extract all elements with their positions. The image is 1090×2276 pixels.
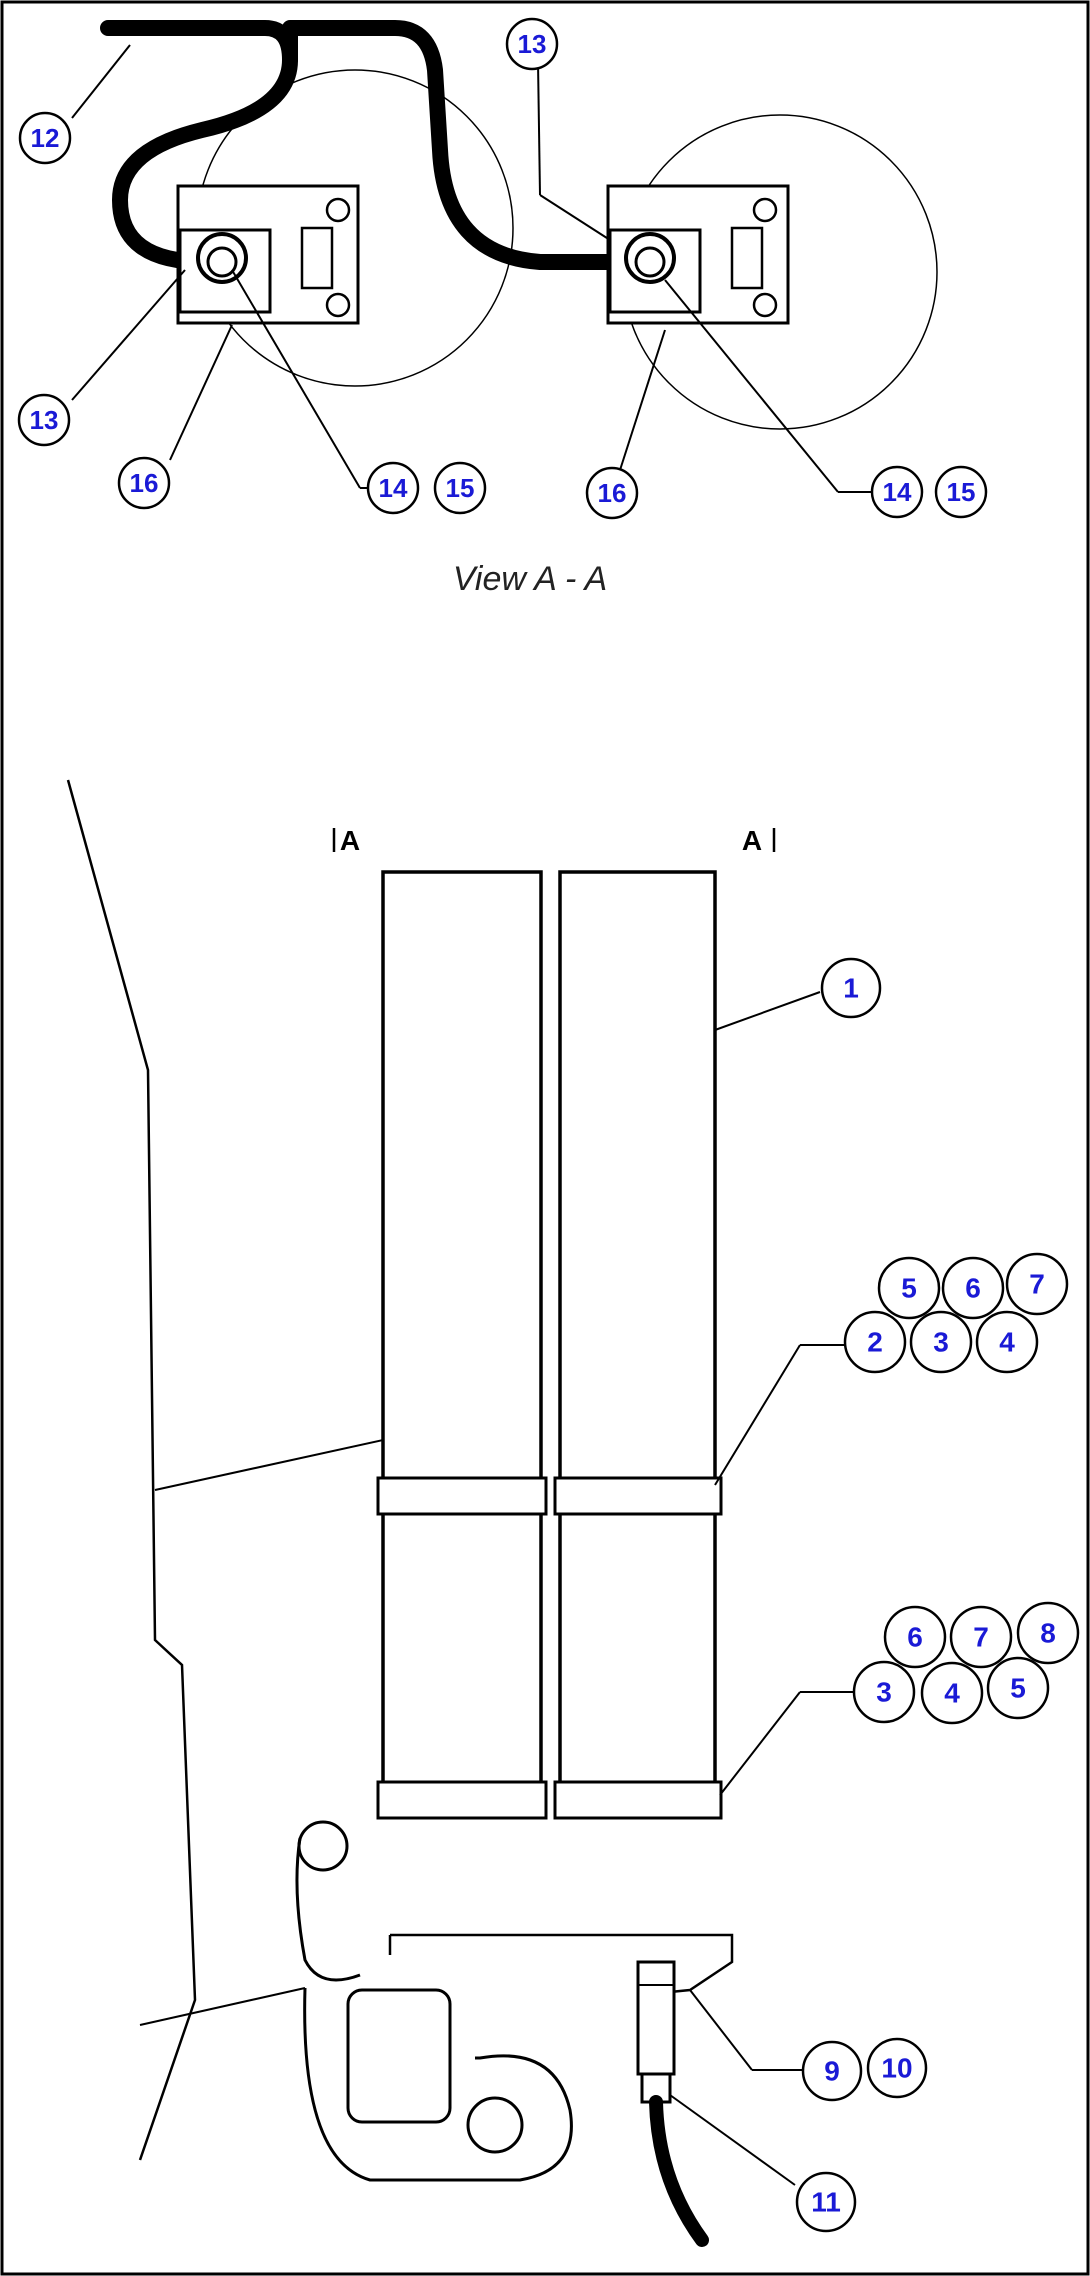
drain-hose [649, 2095, 709, 2247]
svg-text:5: 5 [901, 1273, 917, 1304]
callout-13-top: 13 [505, 17, 559, 71]
svg-text:9: 9 [824, 2056, 840, 2087]
svg-text:16: 16 [130, 468, 159, 498]
callout-4-upper: 4 [975, 1310, 1039, 1374]
callout-15-left: 15 [433, 461, 487, 515]
bracket-arm [303, 1987, 573, 2182]
hose-branch [282, 20, 633, 270]
main-leader-lines [669, 991, 862, 2186]
callout-6-lower: 6 [883, 1605, 947, 1669]
svg-text:10: 10 [881, 2053, 912, 2084]
callout-7-upper: 7 [1005, 1252, 1069, 1316]
frame-line-upper [154, 1439, 384, 1491]
callout-10: 10 [866, 2037, 928, 2099]
left-bracket-slot [300, 226, 334, 290]
left-bracket-bolt-top [325, 197, 351, 223]
svg-text:14: 14 [883, 477, 912, 507]
right-bracket-bolt-top [752, 197, 778, 223]
section-mark-left: A [340, 825, 360, 856]
drain-fitting-body [636, 1960, 676, 2076]
callout-12: 12 [18, 111, 72, 165]
svg-text:3: 3 [876, 1677, 892, 1708]
frame-outline [66, 779, 197, 2161]
callout-3-upper: 3 [909, 1310, 973, 1374]
callout-group-upper: 5 6 7 2 3 4 [843, 1252, 1069, 1374]
callout-7-lower: 7 [949, 1605, 1013, 1669]
svg-text:7: 7 [1029, 1269, 1045, 1300]
left-fitting [206, 246, 238, 278]
callout-6-upper: 6 [941, 1256, 1005, 1320]
callout-4-lower: 4 [920, 1661, 984, 1725]
main-view [66, 779, 862, 2247]
svg-text:1: 1 [843, 973, 859, 1004]
svg-text:3: 3 [933, 1327, 949, 1358]
callout-16-left: 16 [117, 456, 171, 510]
callout-3-lower: 3 [852, 1660, 916, 1724]
callout-5-upper: 5 [877, 1256, 941, 1320]
callout-1: 1 [820, 957, 882, 1019]
lower-band-right [553, 1780, 723, 1820]
callout-11: 11 [795, 2171, 857, 2233]
svg-text:4: 4 [944, 1678, 960, 1709]
callout-9: 9 [801, 2040, 863, 2102]
svg-text:16: 16 [598, 478, 627, 508]
upper-band-left [376, 1476, 548, 1516]
svg-text:15: 15 [446, 473, 475, 503]
callout-2-upper: 2 [843, 1310, 907, 1374]
right-bracket-slot [730, 226, 764, 290]
callout-16-right: 16 [585, 466, 639, 520]
drain-coupling [640, 2072, 672, 2104]
callout-8-lower: 8 [1016, 1601, 1080, 1665]
callout-14-right: 14 [870, 465, 924, 519]
top-callouts: 12 13 13 16 14 15 16 14 15 [17, 17, 988, 520]
view-a-a [71, 20, 938, 496]
bracket-block [346, 1988, 452, 2124]
right-bracket-bolt-bottom [752, 292, 778, 318]
main-callouts: 1 5 6 7 2 3 4 6 7 8 3 4 5 9 10 11 [795, 957, 1080, 2233]
frame-line-lower [139, 1987, 306, 2026]
upper-band-right [553, 1476, 723, 1516]
svg-text:6: 6 [965, 1273, 981, 1304]
view-caption: View A - A [453, 560, 607, 598]
svg-text:13: 13 [518, 29, 547, 59]
section-mark-right: A [742, 825, 762, 856]
left-bracket-bolt-bottom [325, 292, 351, 318]
svg-text:2: 2 [867, 1327, 883, 1358]
pivot-lower [466, 2096, 524, 2154]
filter-left [381, 870, 543, 1794]
bracket-link [295, 1837, 361, 1982]
svg-text:5: 5 [1010, 1673, 1026, 1704]
svg-text:6: 6 [907, 1622, 923, 1653]
filter-right [558, 870, 717, 1794]
svg-text:8: 8 [1040, 1618, 1056, 1649]
svg-text:14: 14 [379, 473, 408, 503]
callout-14-left: 14 [366, 461, 420, 515]
callout-group-lower: 6 7 8 3 4 5 [852, 1601, 1080, 1725]
callout-15-right: 15 [934, 465, 988, 519]
callout-5-lower: 5 [986, 1656, 1050, 1720]
top-leader-lines [71, 44, 873, 496]
svg-text:11: 11 [811, 2187, 841, 2218]
svg-text:13: 13 [30, 405, 59, 435]
svg-text:7: 7 [973, 1622, 989, 1653]
svg-text:15: 15 [947, 477, 976, 507]
lower-band-left [376, 1780, 548, 1820]
right-fitting [634, 246, 666, 278]
callout-13-left: 13 [17, 393, 71, 447]
svg-text:12: 12 [31, 123, 60, 153]
svg-text:4: 4 [999, 1327, 1015, 1358]
